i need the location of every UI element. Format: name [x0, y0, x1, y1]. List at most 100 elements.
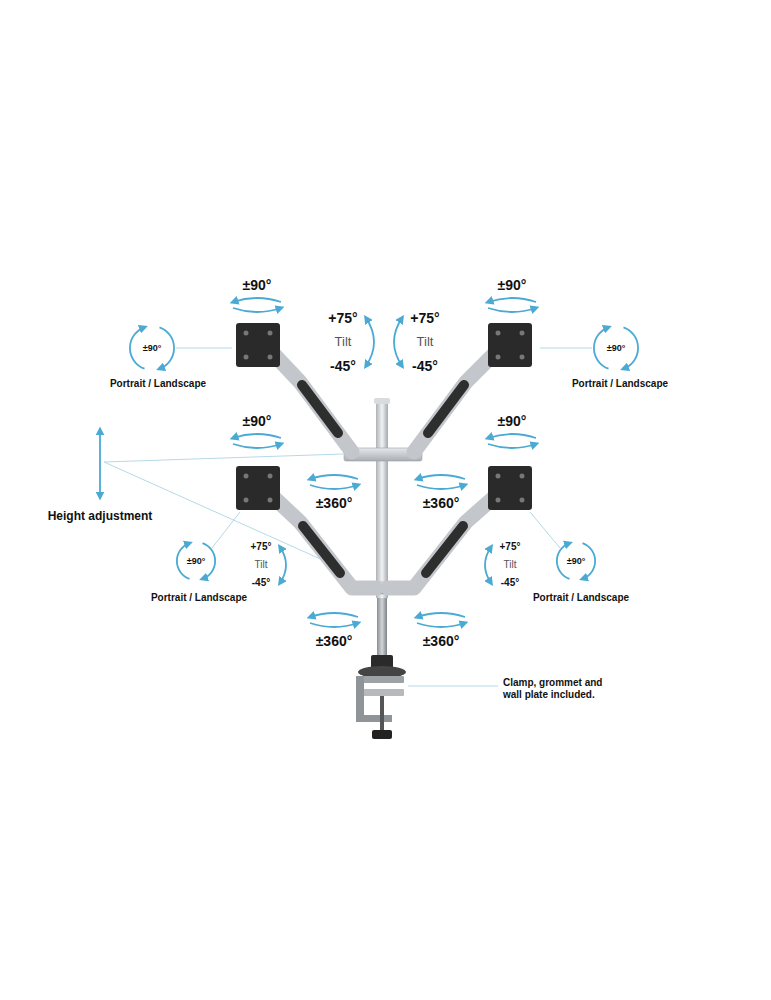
motion-arrows-part	[130, 327, 145, 368]
leader-lines-part	[104, 454, 343, 462]
motion-arrows-part	[488, 298, 536, 302]
pole-part	[377, 598, 387, 658]
height-label: Height adjustment	[48, 509, 153, 523]
monitor-arm-part	[428, 385, 464, 433]
orientation-label: Portrait / Landscape	[151, 592, 247, 604]
tilt-label: Tilt	[255, 559, 268, 571]
motion-arrows-part	[310, 623, 358, 627]
vesa-plate-part	[244, 498, 249, 503]
leader-lines	[104, 348, 592, 686]
vesa-plate-part	[268, 474, 273, 479]
motion-arrows-part	[233, 298, 281, 302]
motion-arrows-part	[594, 327, 609, 368]
leader-lines-part	[530, 512, 560, 548]
motion-arrows-part	[417, 475, 465, 479]
desk-clamp-part	[356, 715, 392, 722]
vesa-plate-part	[520, 355, 525, 360]
desk-clamp-part	[360, 676, 404, 683]
motion-arrows-part	[310, 613, 358, 617]
leader-lines-part	[176, 348, 232, 349]
vesa-plate-part	[496, 498, 501, 503]
motion-arrows-part	[160, 327, 175, 368]
vesa-plate-part	[488, 466, 532, 510]
leader-lines-part	[540, 348, 592, 349]
orientation-label: Portrait / Landscape	[110, 378, 206, 390]
rotation-angle: ±90°	[567, 556, 586, 567]
orientation-label: Portrait / Landscape	[533, 592, 629, 604]
tilt-angle: +75°	[251, 541, 272, 553]
motion-arrows-part	[394, 318, 402, 366]
monitor-arm-part	[302, 385, 338, 433]
swivel-angle: ±90°	[498, 413, 527, 430]
arm-rotation-angle: ±360°	[423, 633, 460, 650]
motion-arrows-part	[366, 318, 374, 366]
motion-arrows	[100, 298, 638, 627]
motion-arrows-part	[624, 327, 639, 368]
vesa-plate-part	[520, 498, 525, 503]
desk-clamp	[356, 655, 406, 739]
vesa-plate-part	[268, 331, 273, 336]
orientation-label: Portrait / Landscape	[572, 378, 668, 390]
motion-arrows-part	[99, 430, 101, 497]
motion-arrows-part	[417, 623, 465, 627]
monitor-arm-part	[388, 492, 500, 588]
tilt-angle: +75°	[410, 310, 439, 327]
swivel-angle: ±90°	[498, 277, 527, 294]
pole-part	[376, 402, 388, 598]
tilt-angle: -45°	[252, 577, 270, 589]
tilt-angle: -45°	[330, 358, 356, 375]
motion-arrows-part	[310, 485, 358, 489]
motion-arrows-part	[280, 547, 286, 583]
vesa-plate-part	[496, 331, 501, 336]
leader-lines-part	[408, 686, 498, 687]
arm-rotation-angle: ±360°	[316, 495, 353, 512]
vesa-plate-part	[244, 331, 249, 336]
vesa-plate-part	[488, 323, 532, 367]
tilt-angle: -45°	[501, 577, 519, 589]
motion-arrows-part	[233, 434, 281, 438]
tilt-label: Tilt	[417, 334, 434, 350]
vesa-plate-part	[244, 474, 249, 479]
motion-arrows-part	[310, 475, 358, 479]
vesa-plate-part	[244, 355, 249, 360]
tilt-angle: -45°	[412, 358, 438, 375]
tilt-label: Tilt	[335, 334, 352, 350]
tilt-label: Tilt	[504, 559, 517, 571]
swivel-angle: ±90°	[243, 413, 272, 430]
motion-arrows-part	[488, 308, 536, 312]
arm-rotation-angle: ±360°	[316, 633, 353, 650]
vesa-plate-part	[496, 474, 501, 479]
motion-arrows-part	[233, 444, 281, 448]
arm-rotation-angle: ±360°	[423, 495, 460, 512]
motion-arrows-part	[488, 444, 536, 448]
rotation-angle: ±90°	[143, 343, 162, 354]
motion-arrows-part	[233, 308, 281, 312]
vesa-plate-part	[520, 331, 525, 336]
monitor-arm-part	[426, 526, 463, 573]
motion-arrows-part	[485, 547, 491, 583]
pole	[374, 398, 390, 658]
leader-lines-part	[212, 512, 240, 548]
rotation-angle: ±90°	[607, 343, 626, 354]
tilt-angle: +75°	[328, 310, 357, 327]
motion-arrows-part	[417, 485, 465, 489]
motion-arrows-part	[417, 613, 465, 617]
swivel-angle: ±90°	[243, 277, 272, 294]
monitor-arm	[268, 348, 500, 588]
vesa-plate	[236, 323, 532, 510]
vesa-plate-part	[268, 498, 273, 503]
desk-clamp-part	[360, 689, 404, 696]
desk-clamp-part	[380, 696, 384, 732]
pole-part	[374, 398, 390, 404]
monitor-arm-part	[268, 492, 376, 588]
desk-clamp-part	[372, 730, 392, 739]
rotation-angle: ±90°	[187, 556, 206, 567]
monitor-arm-part	[303, 526, 340, 573]
vesa-plate-part	[236, 323, 280, 367]
note-text: Clamp, grommet and wall plate included.	[503, 677, 623, 701]
motion-arrows-part	[488, 434, 536, 438]
tilt-angle: +75°	[500, 541, 521, 553]
vesa-plate-part	[496, 355, 501, 360]
